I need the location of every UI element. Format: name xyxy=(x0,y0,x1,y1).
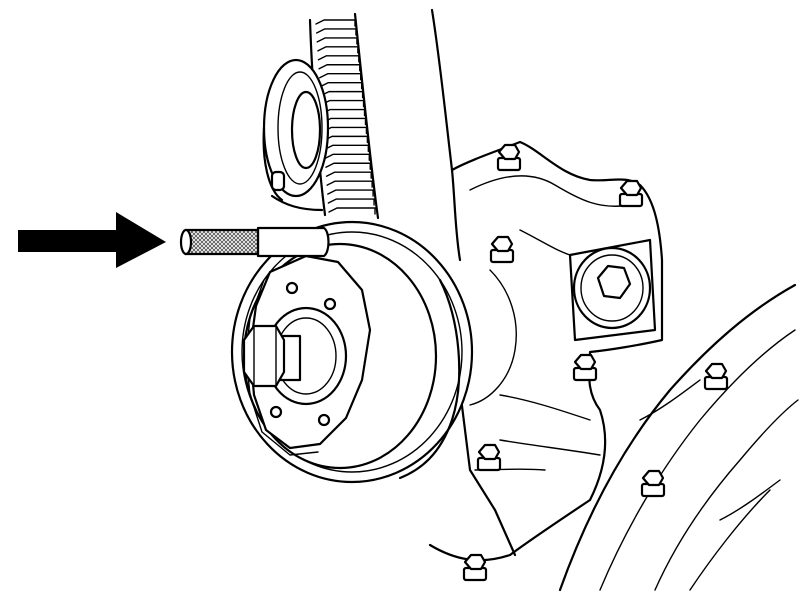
belt-tooth xyxy=(319,81,363,90)
housing-bolt xyxy=(640,469,666,498)
plug xyxy=(572,246,652,330)
belt-tooth xyxy=(323,135,369,144)
belt-tooth xyxy=(328,207,376,215)
housing-bolt xyxy=(572,353,598,382)
housing-bolt xyxy=(618,179,644,208)
belt-tooth xyxy=(315,28,357,36)
crankshaft-bolt xyxy=(242,324,302,388)
arrow xyxy=(18,212,166,268)
belt-tooth xyxy=(322,117,367,126)
belt-tooth xyxy=(323,144,370,153)
side-casting xyxy=(558,283,799,592)
housing-bolt xyxy=(496,143,522,172)
belt-tooth xyxy=(322,126,368,135)
belt-tooth xyxy=(327,189,374,197)
housing-bolt xyxy=(476,443,502,472)
belt-tooth xyxy=(317,55,360,63)
belt-tooth xyxy=(320,99,365,108)
idler-pulley xyxy=(262,58,330,202)
belt-tooth xyxy=(327,198,375,206)
belt-tooth xyxy=(318,64,361,72)
belt-tooth xyxy=(321,108,366,117)
belt-tooth xyxy=(315,19,356,27)
housing-bolts xyxy=(462,143,729,582)
housing-bolt xyxy=(462,553,488,582)
housing-bolt xyxy=(489,235,515,264)
housing-bolt xyxy=(703,362,729,391)
locking-pin xyxy=(179,226,330,258)
belt-tooth xyxy=(320,90,364,99)
crankshaft-sprocket-hub xyxy=(245,254,372,456)
belt-tooth xyxy=(326,180,373,188)
belt-tooth xyxy=(319,73,362,81)
belt-tooth xyxy=(325,171,372,179)
engine-block xyxy=(428,8,664,562)
belt-tooth xyxy=(324,153,370,161)
belt-tooth xyxy=(325,162,371,170)
belt-tooth xyxy=(317,46,359,54)
fitting xyxy=(270,170,324,212)
belt-tooth xyxy=(316,37,358,45)
